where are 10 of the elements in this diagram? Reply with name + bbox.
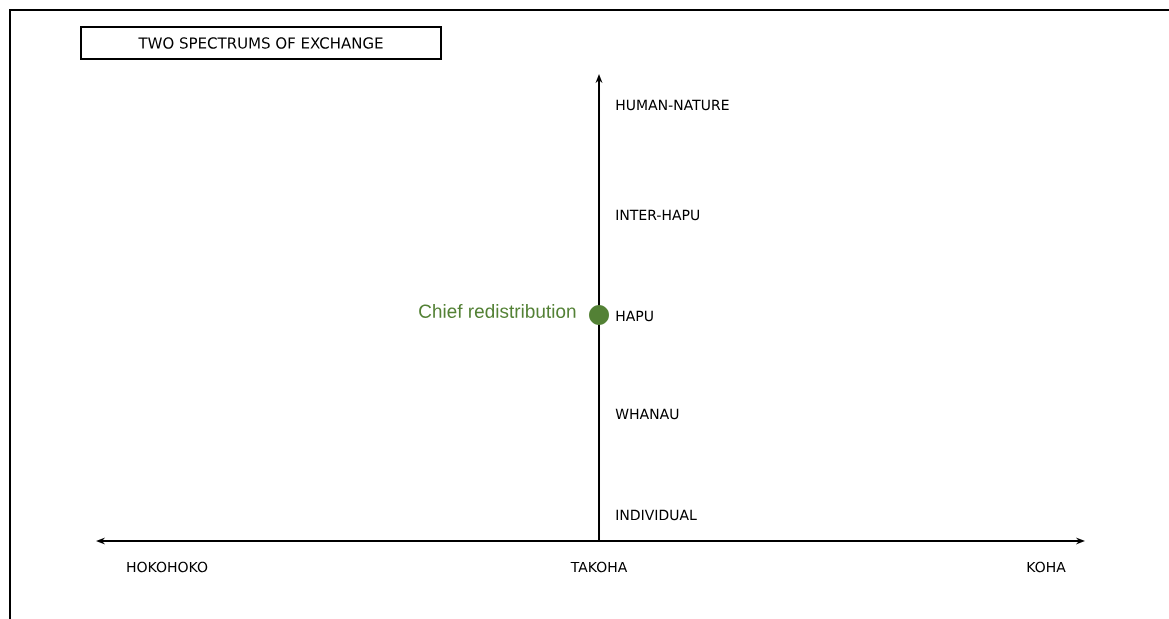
- marker-dot: [589, 305, 609, 325]
- axis-label: HOKOHOKO: [127, 561, 208, 573]
- axis-label: INTER-HAPU: [616, 209, 699, 221]
- axis-label: INDIVIDUAL: [616, 509, 697, 521]
- title-box: TWO SPECTRUMS OF EXCHANGE: [80, 26, 442, 60]
- axis-label: HUMAN-NATURE: [616, 99, 729, 111]
- point-label: Chief redistribution: [419, 304, 576, 318]
- axis-label: TAKOHA: [570, 561, 628, 573]
- axis-label: WHANAU: [615, 408, 679, 420]
- axis-label: KOHA: [1027, 561, 1066, 573]
